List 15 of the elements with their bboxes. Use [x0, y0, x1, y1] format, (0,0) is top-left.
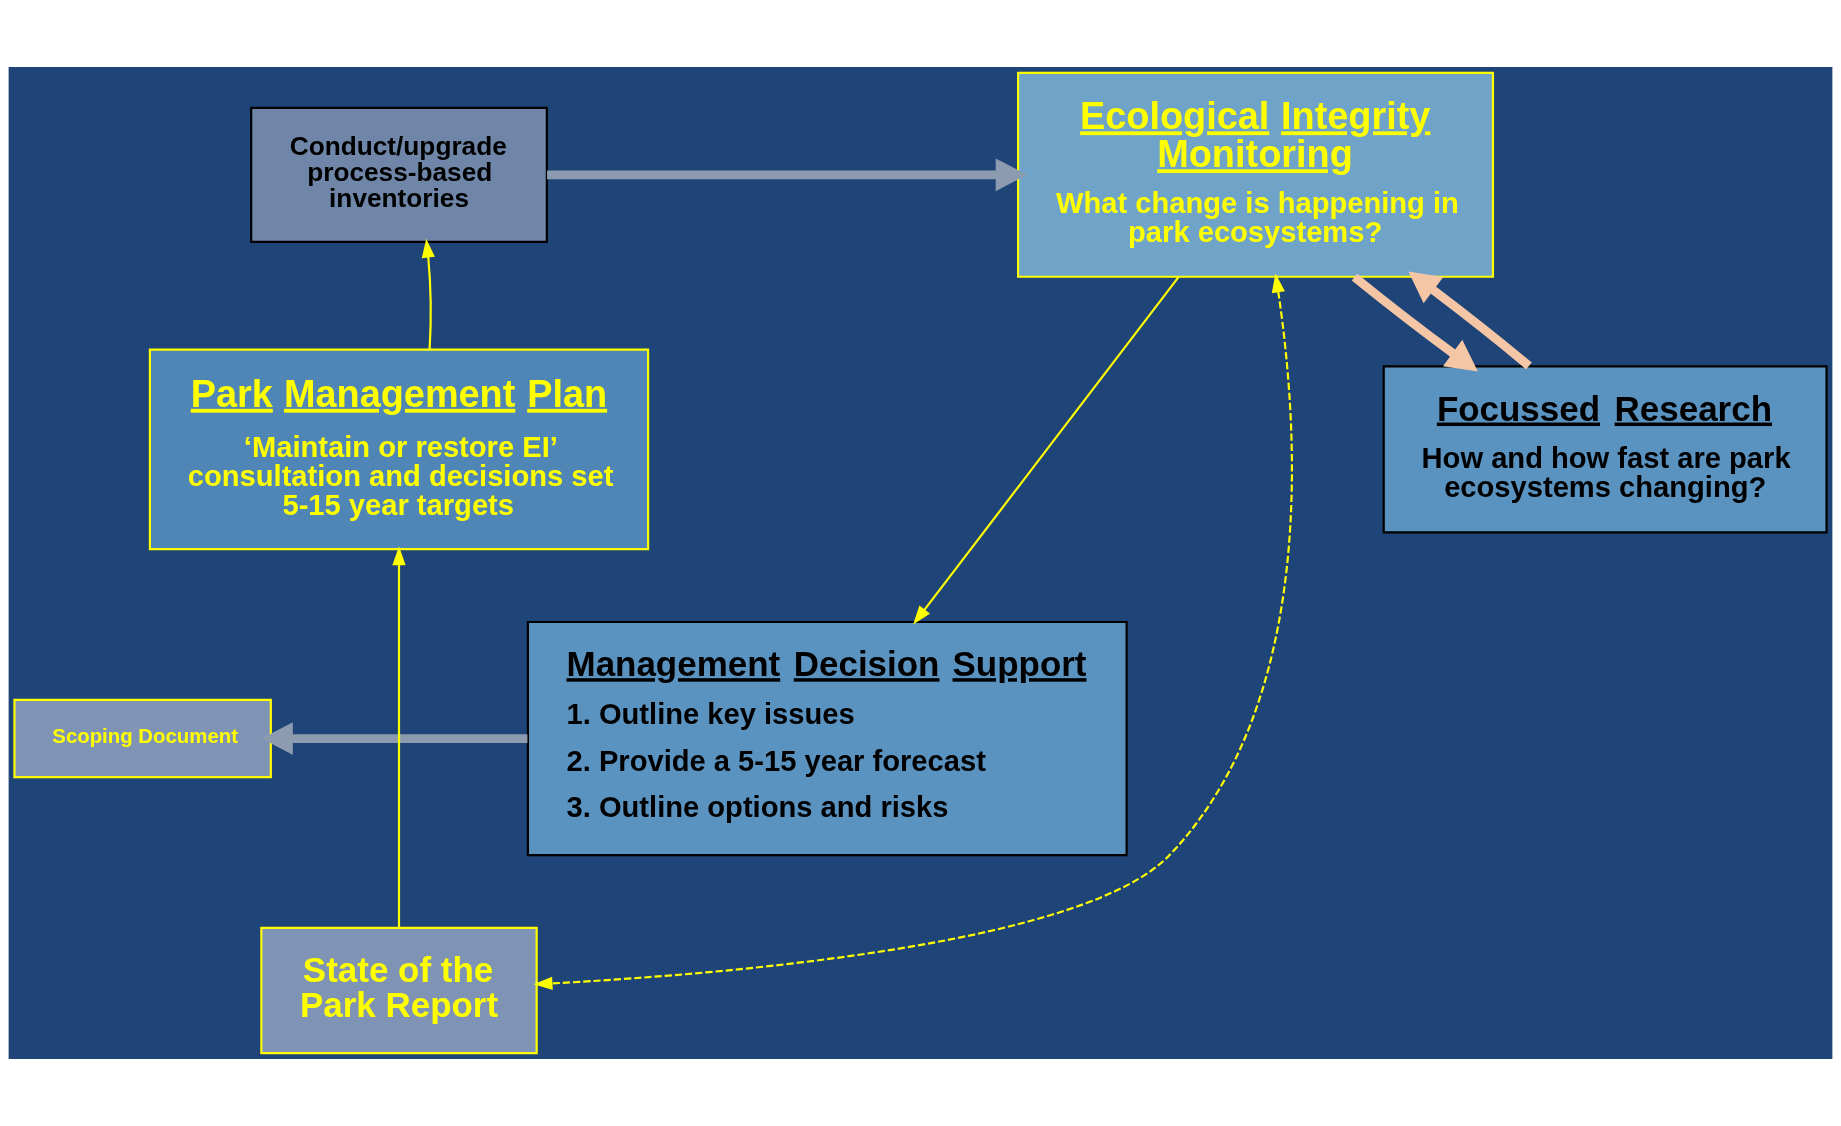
node-box: State of the Park Report: [260, 926, 538, 1055]
node-box: Ecological Integrity Monitoring What change is happening in park ecosystems?: [1017, 71, 1495, 278]
node-box: Management Decision Support 1. Outline key issues 2. Provide a 5-15 year forecast 3. Outline options and risks: [526, 620, 1128, 857]
node-box: Scoping Document: [13, 698, 272, 779]
arrow: [261, 722, 528, 755]
node-box: Park Management Plan ‘Maintain or restore EI’ consultation and decisions set 5-15 year targets: [148, 348, 650, 551]
arrow: [421, 238, 435, 350]
arrow: [392, 546, 406, 928]
arrow: [1408, 271, 1532, 370]
arrow: [547, 158, 1027, 192]
node-box: Conduct/upgrade process-based inventories: [250, 106, 548, 243]
arrow: [913, 276, 1180, 625]
arrow: [533, 273, 1293, 990]
node-box: Focussed Research How and how fast are park ecosystems changing?: [1382, 365, 1828, 534]
arrow: [1351, 273, 1478, 372]
